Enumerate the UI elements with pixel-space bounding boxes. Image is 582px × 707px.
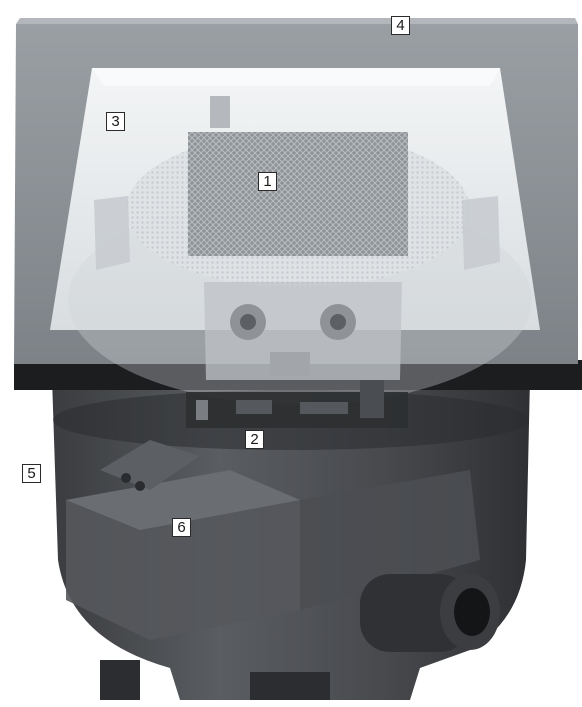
brackets bbox=[94, 96, 500, 270]
callout-6: 6 bbox=[172, 518, 191, 537]
led-module bbox=[204, 282, 402, 380]
callout-1: 1 bbox=[258, 172, 277, 191]
terminal-block bbox=[66, 440, 480, 640]
callout-2: 2 bbox=[245, 430, 264, 449]
reflector-mesh bbox=[188, 132, 408, 256]
cable-gland bbox=[360, 574, 500, 652]
callout-5: 5 bbox=[22, 464, 41, 483]
driver-board bbox=[186, 380, 408, 428]
callout-4: 4 bbox=[391, 16, 410, 35]
callout-3: 3 bbox=[106, 112, 125, 131]
